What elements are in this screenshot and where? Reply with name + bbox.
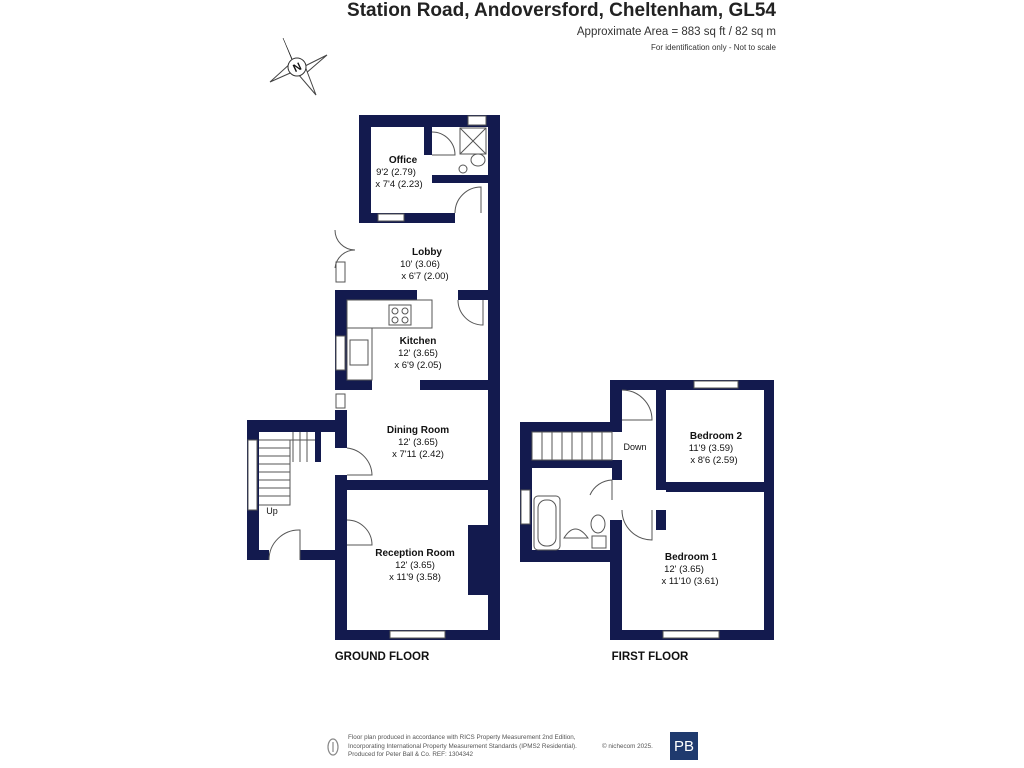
ground-floor-windows: [247, 115, 487, 639]
footer-line2: Incorporating International Property Mea…: [348, 742, 577, 750]
bathroom-fittings: [533, 495, 607, 551]
bedroom1-dim1: 12' (3.65): [664, 564, 704, 575]
first-floor-doors: [589, 389, 653, 541]
bedroom1-dim2: x 11'10 (3.61): [661, 576, 718, 587]
first-floor-windows: [520, 380, 739, 639]
kitchen-dim1: 12' (3.65): [398, 348, 438, 359]
lobby-dim2: x 6'7 (2.00): [401, 271, 448, 282]
ground-floor-doors: [268, 131, 484, 561]
ground-floor: [247, 115, 500, 640]
lobby-name: Lobby: [412, 247, 442, 258]
compass-icon: N: [269, 37, 328, 96]
property-title: Station Road, Andoversford, Cheltenham, …: [347, 0, 776, 21]
kitchen-name: Kitchen: [400, 336, 437, 347]
office-name: Office: [389, 155, 418, 166]
bedroom2-name: Bedroom 2: [690, 431, 743, 442]
shower-wc: [458, 127, 487, 174]
dining-name: Dining Room: [387, 425, 449, 436]
first-floor: [520, 380, 774, 640]
lobby-dim1: 10' (3.06): [400, 259, 440, 270]
stairs-up-label: Up: [266, 506, 278, 516]
kitchen-dim2: x 6'9 (2.05): [394, 360, 441, 371]
office-dim1: 9'2 (2.79): [376, 167, 416, 178]
ground-stairs: [259, 432, 315, 506]
copyright: © nichecom 2025.: [602, 743, 653, 750]
reception-dim2: x 11'9 (3.58): [389, 572, 441, 583]
first-floor-label: FIRST FLOOR: [612, 651, 689, 663]
bedroom1-name: Bedroom 1: [665, 552, 718, 563]
office-dim2: x 7'4 (2.23): [375, 179, 422, 190]
first-stairs: [531, 431, 613, 461]
footer-line3: Produced for Peter Ball & Co. REF: 13043…: [348, 751, 473, 758]
bedroom2-dim2: x 8'6 (2.59): [690, 455, 737, 466]
footer-text: Floor plan produced in accordance with R…: [348, 734, 577, 760]
footer-line1: Floor plan produced in accordance with R…: [348, 734, 576, 741]
approximate-area: Approximate Area = 883 sq ft / 82 sq m: [576, 26, 776, 38]
kitchen-fittings: [346, 299, 433, 381]
ground-floor-label: GROUND FLOOR: [335, 651, 430, 663]
reception-dim1: 12' (3.65): [395, 560, 435, 571]
reception-name: Reception Room: [375, 548, 455, 559]
pb-logo: PB: [670, 732, 698, 760]
stairs-down-label: Down: [623, 442, 646, 452]
dining-dim1: 12' (3.65): [398, 437, 438, 448]
rics-icon: [327, 738, 339, 756]
dining-dim2: x 7'11 (2.42): [392, 449, 444, 460]
scale-note: For identification only - Not to scale: [651, 43, 776, 52]
bedroom2-dim1: 11'9 (3.59): [689, 443, 733, 454]
